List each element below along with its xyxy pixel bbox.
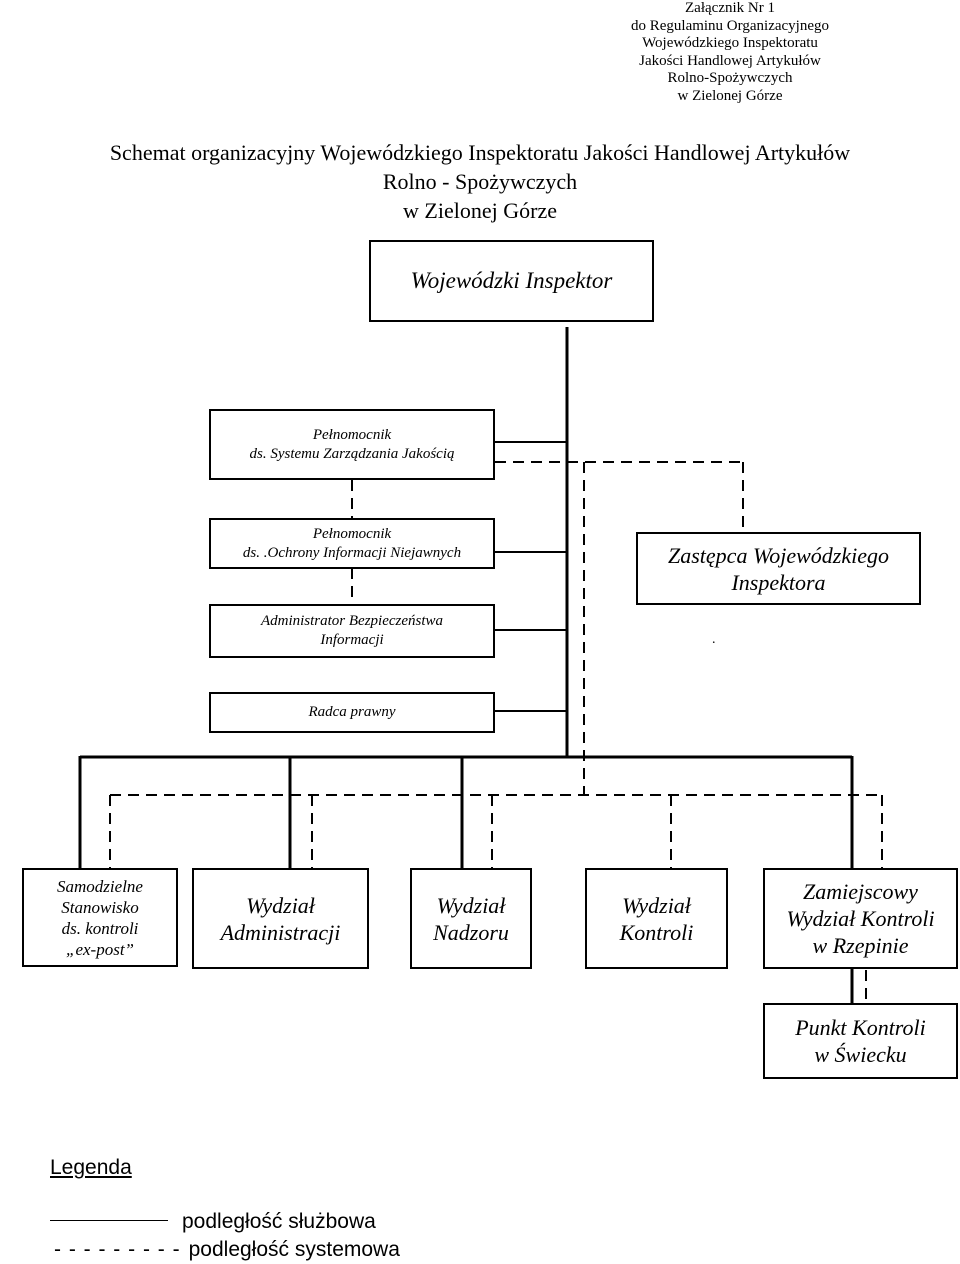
annex-header: Załącznik Nr 1 do Regulaminu Organizacyj… — [600, 0, 860, 105]
box-administration-department: Wydział Administracji — [192, 868, 369, 969]
box-label: Pełnomocnik — [312, 426, 392, 443]
legend-title: Legenda — [50, 1156, 132, 1179]
legend-dashed-row: - - - - - - - - - podległość systemowa — [54, 1238, 400, 1262]
box-label: Nadzoru — [433, 919, 509, 945]
box-control-department: Wydział Kontroli — [585, 868, 728, 969]
box-security-administrator: Administrator Bezpieczeństwa Informacji — [209, 604, 495, 658]
annex-line: Wojewódzkiego Inspektoratu — [642, 35, 818, 51]
legend-dashed-line: - - - - - - - - - — [54, 1238, 181, 1261]
box-quality-management-representative: Pełnomocnik ds. Systemu Zarządzania Jako… — [209, 409, 495, 480]
title-line: Rolno - Spożywczych — [382, 169, 578, 194]
box-label: w Świecku — [814, 1042, 907, 1067]
box-label: w Rzepinie — [812, 933, 909, 958]
diagram-title: Schemat organizacyjny Wojewódzkiego Insp… — [0, 138, 960, 225]
box-label: Samodzielne — [57, 877, 143, 896]
box-label: Administrator Bezpieczeństwa — [260, 613, 444, 629]
box-label: Wojewódzki Inspektor — [410, 268, 613, 293]
box-label: Wydział Kontroli — [786, 906, 935, 931]
box-label: Zamiejscowy — [803, 879, 918, 904]
annex-line: Jakości Handlowej Artykułów — [639, 52, 821, 69]
box-label: Informacji — [320, 632, 384, 648]
box-label: Administracji — [220, 919, 341, 945]
annex-line: w Zielonej Górze — [677, 87, 783, 104]
box-label: Zastępca Wojewódzkiego — [668, 542, 889, 568]
annex-line: Załącznik Nr 1 — [685, 0, 775, 16]
legend-dashed-label: podległość systemowa — [188, 1238, 400, 1261]
box-ex-post-control: Samodzielne Stanowisko ds. kontroli „ex-… — [22, 868, 178, 967]
legend-solid-line — [50, 1219, 168, 1221]
title-line: Schemat organizacyjny Wojewódzkiego Insp… — [109, 140, 851, 165]
legend-solid-label: podległość służbowa — [182, 1210, 376, 1233]
box-label: Wydział — [246, 892, 315, 918]
box-classified-info-representative: Pełnomocnik ds. .Ochrony Informacji Niej… — [209, 518, 495, 569]
box-label: Kontroli — [619, 919, 694, 945]
stray-dot: . — [712, 632, 716, 647]
box-label: Wydział — [622, 892, 691, 918]
annex-line: do Regulaminu Organizacyjnego — [630, 17, 829, 34]
box-local-control-rzepin: Zamiejscowy Wydział Kontroli w Rzepinie — [763, 868, 958, 969]
box-label: Punkt Kontroli — [795, 1015, 926, 1040]
box-label: ds. kontroli — [61, 919, 139, 938]
box-label: Pełnomocnik — [312, 525, 392, 542]
box-voivodeship-inspector: Wojewódzki Inspektor — [369, 240, 654, 322]
box-deputy-inspector: Zastępca Wojewódzkiego Inspektora — [636, 532, 921, 605]
box-label: Inspektora — [731, 569, 826, 595]
box-label: Stanowisko — [61, 898, 139, 917]
legend-solid-row: podległość służbowa — [50, 1210, 376, 1234]
box-label: ds. .Ochrony Informacji Niejawnych — [242, 544, 462, 561]
box-label: ds. Systemu Zarządzania Jakością — [249, 445, 455, 462]
annex-line: Rolno-Spożywczych — [667, 70, 793, 86]
title-line: w Zielonej Górze — [403, 198, 557, 223]
box-label: „ex-post” — [66, 940, 134, 959]
box-label: Radca prawny — [308, 704, 396, 720]
box-supervision-department: Wydział Nadzoru — [410, 868, 532, 969]
box-control-point-swiecko: Punkt Kontroli w Świecku — [763, 1003, 958, 1079]
box-label: Wydział — [436, 892, 506, 918]
box-legal-counsel: Radca prawny — [209, 692, 495, 733]
